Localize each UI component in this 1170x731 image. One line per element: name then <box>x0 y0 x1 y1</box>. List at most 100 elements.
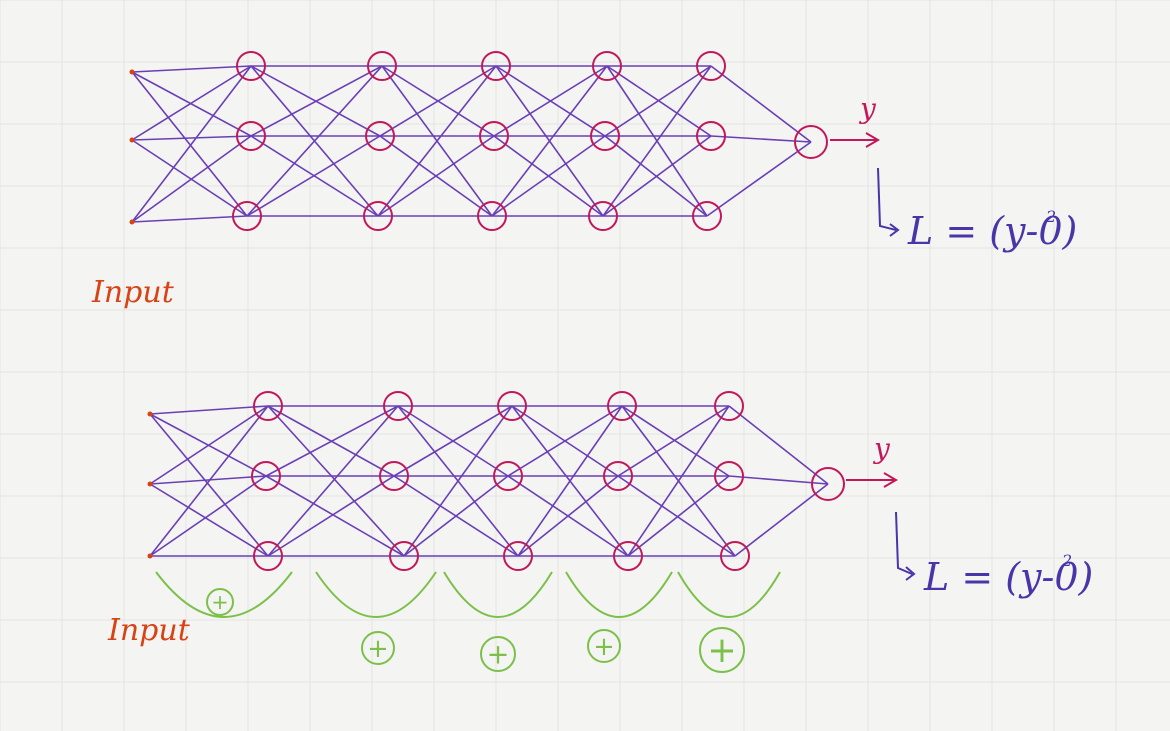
top-edge <box>246 65 383 217</box>
top-edge <box>377 65 497 217</box>
residual-plus-icon <box>361 631 395 665</box>
top-edge <box>131 71 248 217</box>
bottom-hidden-node <box>253 541 283 571</box>
residual-plus-symbol: + <box>707 630 736 671</box>
bottom-edge <box>265 475 405 557</box>
bottom-hidden-node <box>251 461 281 491</box>
residual-plus-symbol: + <box>367 634 388 664</box>
bottom-edge <box>149 413 269 557</box>
top-edge <box>604 65 712 137</box>
top-input-label: Input <box>91 275 175 310</box>
residual-plus-icon <box>206 588 234 616</box>
top-hidden-node <box>365 121 395 151</box>
bottom-edge <box>517 475 619 557</box>
top-loss-equation: L = (y-0) <box>907 209 1077 253</box>
top-network-nodes <box>129 51 828 231</box>
bottom-input-node <box>147 411 153 417</box>
top-hidden-node <box>236 51 266 81</box>
top-hidden-node <box>692 201 722 231</box>
top-input-node <box>129 137 135 143</box>
bottom-edge <box>265 405 399 477</box>
bottom-edge <box>149 475 267 557</box>
top-edge <box>131 65 252 223</box>
bottom-edge <box>617 405 730 477</box>
residual-plus-symbol: + <box>593 632 614 662</box>
bottom-edge <box>149 405 269 415</box>
bottom-edge <box>403 405 513 557</box>
bottom-edge <box>617 475 736 557</box>
residual-plus-symbol: + <box>211 590 228 614</box>
residual-bracket <box>155 571 293 618</box>
bottom-edge <box>507 405 623 477</box>
top-edge <box>131 139 248 217</box>
bottom-hidden-node <box>379 461 409 491</box>
top-edge <box>250 65 383 137</box>
residual-bracket <box>565 571 673 618</box>
top-loss-exponent: 2 <box>1045 207 1056 226</box>
top-hidden-node <box>236 121 266 151</box>
residual-bracket <box>443 571 553 618</box>
top-edge <box>706 141 812 217</box>
top-hidden-node <box>479 121 509 151</box>
bottom-edge <box>403 475 509 557</box>
top-edge <box>602 65 712 217</box>
bottom-edge <box>393 405 513 477</box>
top-edge <box>131 71 252 137</box>
bottom-edge <box>149 405 269 485</box>
bottom-hidden-node <box>613 541 643 571</box>
top-output-node <box>794 125 828 159</box>
top-edge <box>602 135 712 217</box>
bottom-edge <box>267 405 405 557</box>
bottom-edge <box>627 475 730 557</box>
top-edge <box>710 65 812 143</box>
top-hidden-node <box>590 121 620 151</box>
bottom-input-label: Input <box>107 613 191 648</box>
residual-plus-group: +++++ <box>206 588 745 673</box>
top-edge <box>493 65 608 137</box>
residual-bracket <box>677 571 781 618</box>
top-hidden-node <box>367 51 397 81</box>
top-hidden-node <box>481 51 511 81</box>
bottom-edge <box>627 405 730 557</box>
top-edge <box>131 135 252 223</box>
top-edge <box>377 135 495 217</box>
bottom-hidden-node <box>720 541 750 571</box>
bottom-network: y L = (y-0) 2 Input +++++ <box>107 391 1093 673</box>
top-output-arrow <box>830 132 880 148</box>
top-edge <box>491 135 606 217</box>
bottom-hidden-node <box>714 391 744 421</box>
top-hidden-node <box>477 201 507 231</box>
bottom-hidden-node <box>714 461 744 491</box>
bottom-hidden-node <box>503 541 533 571</box>
residual-plus-icon <box>699 627 745 673</box>
top-output-label: y <box>858 92 877 125</box>
bottom-edge <box>149 405 269 557</box>
top-edge <box>246 135 381 217</box>
top-edge <box>131 215 248 223</box>
top-input-node <box>129 69 135 75</box>
bottom-edge <box>621 405 730 477</box>
bottom-input-node <box>147 481 153 487</box>
bottom-hidden-node <box>607 391 637 421</box>
bottom-hidden-node <box>493 461 523 491</box>
top-input-node <box>129 219 135 225</box>
top-hidden-node <box>696 121 726 151</box>
top-loss-arrow <box>877 167 900 237</box>
residual-bracket <box>315 571 437 618</box>
bottom-output-arrow <box>846 472 898 488</box>
top-edge <box>131 135 252 141</box>
bottom-edge <box>728 405 829 485</box>
bottom-hidden-node <box>383 391 413 421</box>
residual-plus-icon <box>480 636 516 672</box>
bottom-edge <box>517 405 623 557</box>
bottom-edge <box>734 483 829 557</box>
top-network: y L = (y-0) 2 Input <box>91 51 1077 310</box>
top-network-edges <box>131 65 812 223</box>
top-hidden-node <box>592 51 622 81</box>
bottom-hidden-node <box>603 461 633 491</box>
bottom-edge <box>267 405 399 557</box>
top-edge <box>491 65 608 217</box>
